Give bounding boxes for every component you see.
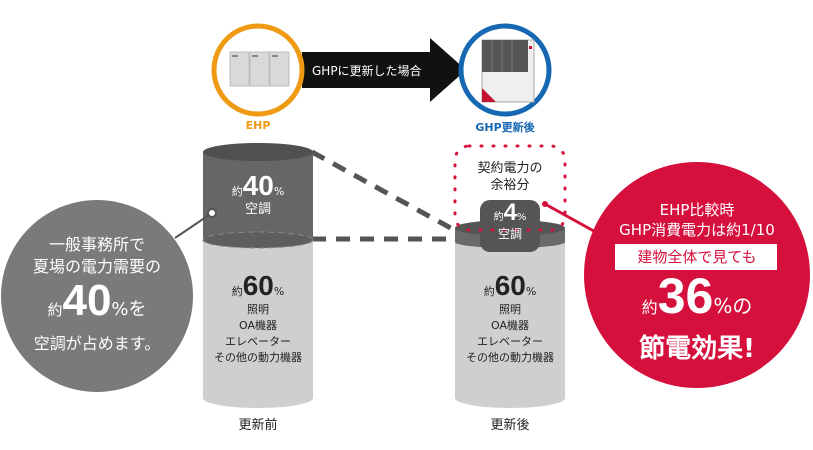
right-pointer-dot — [542, 201, 548, 207]
before-ac-value: 40 — [242, 170, 274, 201]
right-callout-line1: EHP比較時 — [659, 201, 735, 219]
cylinder-after — [455, 200, 565, 408]
left-callout-prefix: 約 — [47, 301, 63, 319]
before-ac-prefix: 約 — [231, 185, 243, 198]
after-ac-label: 約4% 空調 — [480, 200, 540, 242]
cylinder-before — [202, 143, 314, 408]
right-callout-line5: 節電効果! — [639, 334, 755, 364]
left-pointer-line — [174, 212, 213, 239]
left-callout: 一般事務所で 夏場の電力需要の 約40%を 空調が占めます。 — [10, 234, 184, 355]
right-callout-prefix: 約 — [641, 298, 658, 317]
after-other-unit: % — [525, 285, 537, 298]
before-ac-name: 空調 — [244, 202, 271, 217]
dashed-line-top — [310, 149, 460, 235]
before-item: その他の動力機器 — [214, 351, 302, 364]
margin-label-line2: 余裕分 — [490, 178, 530, 193]
before-ac-unit: % — [273, 185, 285, 198]
ghp-unit-icon — [481, 39, 535, 103]
right-callout: EHP比較時 GHP消費電力は約1/10 建物全体で見ても 約36%の 節電効果… — [592, 200, 802, 364]
before-item: OA機器 — [239, 319, 277, 332]
left-callout-unit: %を — [111, 299, 147, 320]
left-callout-line1: 一般事務所で — [48, 235, 145, 254]
before-item: エレベーター — [225, 335, 291, 348]
margin-label-line1: 契約電力の — [477, 161, 543, 176]
right-callout-unit: %の — [713, 294, 753, 318]
after-ac-prefix: 約 — [493, 212, 504, 223]
right-callout-boxed: 建物全体で見ても — [637, 248, 757, 266]
update-arrow — [302, 38, 466, 102]
ehp-label: EHP — [245, 119, 271, 132]
right-callout-line2: GHP消費電力は約1/10 — [619, 221, 775, 239]
left-callout-line4: 空調が占めます。 — [33, 334, 161, 353]
after-label: 更新後 — [490, 418, 530, 433]
before-ac-label: 約40% 空調 — [203, 170, 313, 218]
left-callout-value: 40 — [62, 276, 112, 325]
right-callout-box — [615, 244, 777, 270]
margin-dotted-box — [453, 144, 567, 232]
after-item: その他の動力機器 — [466, 351, 554, 364]
margin-label: 契約電力の 余裕分 — [455, 160, 565, 194]
after-other-prefix: 約 — [483, 285, 495, 298]
ehp-unit-icon — [229, 51, 290, 87]
after-ac-value: 4 — [503, 199, 517, 226]
before-label: 更新前 — [238, 418, 278, 433]
left-callout-line2: 夏場の電力需要の — [32, 257, 161, 276]
after-ac-name: 空調 — [497, 227, 522, 241]
right-callout-circle — [584, 162, 810, 388]
after-other-value: 60 — [494, 270, 526, 301]
before-item: 照明 — [247, 303, 269, 316]
ghp-label: GHP更新後 — [475, 121, 535, 134]
after-ac-unit: % — [516, 212, 527, 223]
after-item: 照明 — [499, 303, 521, 316]
after-other-label: 約60% 照明 OA機器 エレベーター その他の動力機器 — [455, 270, 565, 366]
after-item: OA機器 — [491, 319, 529, 332]
after-item: エレベーター — [477, 335, 543, 348]
arrow-text: GHPに更新した場合 — [312, 64, 422, 78]
left-callout-circle — [1, 200, 193, 392]
before-other-label: 約60% 照明 OA機器 エレベーター その他の動力機器 — [203, 270, 313, 366]
right-callout-value: 36 — [657, 268, 714, 324]
before-other-prefix: 約 — [231, 285, 243, 298]
before-other-unit: % — [273, 285, 285, 298]
left-pointer-dot — [207, 208, 217, 218]
before-other-value: 60 — [242, 270, 274, 301]
